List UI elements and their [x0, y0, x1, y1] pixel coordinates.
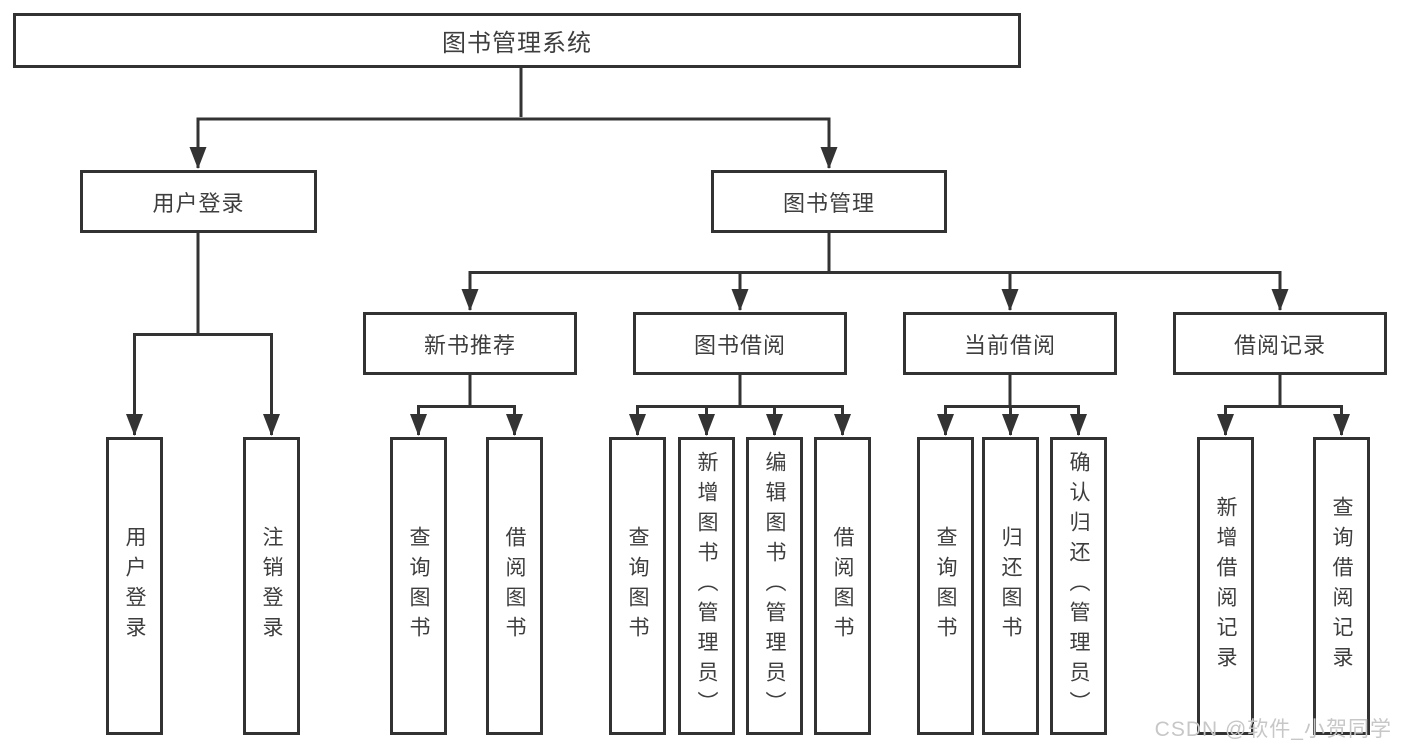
leaf-query-books-recommend: 查询图书 [390, 437, 447, 735]
leaf-query-books-borrowing: 查询图书 [609, 437, 666, 735]
leaf-label: 查询图书 [626, 526, 649, 646]
node-label: 新书推荐 [423, 332, 516, 358]
leaf-borrow-books-recommend: 借阅图书 [486, 437, 543, 735]
leaf-label: 确认归还（管理员） [1067, 451, 1090, 721]
leaf-label: 编辑图书（管理员） [763, 451, 786, 721]
node-label: 用户登录 [152, 190, 245, 216]
leaf-add-book-admin: 新增图书（管理员） [678, 437, 735, 735]
leaf-label: 归还图书 [999, 526, 1022, 646]
node-library-management-system: 图书管理系统 [13, 13, 1021, 68]
leaf-edit-book-admin: 编辑图书（管理员） [746, 437, 803, 735]
leaf-label: 查询图书 [407, 526, 430, 646]
leaf-confirm-return-admin: 确认归还（管理员） [1050, 437, 1107, 735]
node-label: 当前借阅 [963, 332, 1056, 358]
leaf-logout: 注销登录 [243, 437, 300, 735]
leaf-add-borrow-record: 新增借阅记录 [1197, 437, 1254, 735]
leaf-return-books: 归还图书 [982, 437, 1039, 735]
leaf-label: 借阅图书 [503, 526, 526, 646]
leaf-label: 新增借阅记录 [1214, 496, 1237, 676]
node-new-book-recommendation: 新书推荐 [363, 312, 577, 375]
node-label: 图书借阅 [693, 332, 786, 358]
leaf-label: 借阅图书 [831, 526, 854, 646]
node-book-borrowing: 图书借阅 [633, 312, 847, 375]
node-borrowing-records: 借阅记录 [1173, 312, 1387, 375]
node-label: 图书管理系统 [442, 30, 592, 57]
node-book-management: 图书管理 [711, 170, 947, 233]
node-current-borrowing: 当前借阅 [903, 312, 1117, 375]
leaf-label: 注销登录 [260, 526, 283, 646]
node-user-login: 用户登录 [80, 170, 317, 233]
node-label: 图书管理 [782, 190, 875, 216]
leaf-label: 新增图书（管理员） [695, 451, 718, 721]
leaf-borrow-books-borrowing: 借阅图书 [814, 437, 871, 735]
leaf-user-login: 用户登录 [106, 437, 163, 735]
leaf-label: 查询图书 [934, 526, 957, 646]
leaf-label: 查询借阅记录 [1330, 496, 1353, 676]
node-label: 借阅记录 [1233, 332, 1326, 358]
csdn-watermark: CSDN @软件_小贺同学 [1154, 718, 1392, 741]
leaf-query-borrow-record: 查询借阅记录 [1313, 437, 1370, 735]
leaf-query-books-current: 查询图书 [917, 437, 974, 735]
leaf-label: 用户登录 [123, 526, 146, 646]
